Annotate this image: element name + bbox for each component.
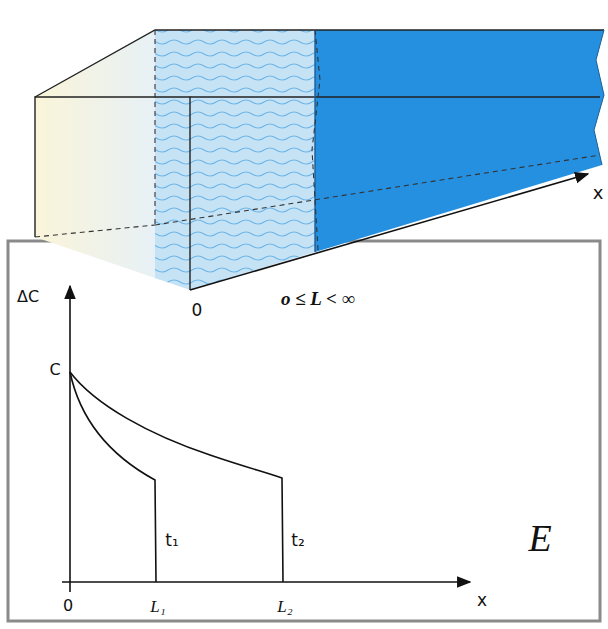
panel-letter: E xyxy=(528,519,551,557)
hidden-edges xyxy=(35,30,600,250)
profile-curve xyxy=(70,372,283,582)
axis-label: ΔC xyxy=(17,289,39,305)
channel-fill xyxy=(30,25,608,305)
time-label: t₁ xyxy=(165,532,178,549)
x-axis xyxy=(62,581,470,583)
time-label: t₂ xyxy=(291,532,304,549)
origin-label: 0 xyxy=(192,302,203,319)
origin-label: 0 xyxy=(63,598,73,614)
position-label: L₁ xyxy=(150,598,165,615)
x-axis-arrow xyxy=(190,174,588,290)
range-label: o ≤ L < ∞ xyxy=(281,289,355,308)
axis-label: x xyxy=(477,592,487,609)
axis-label: x xyxy=(593,184,604,202)
inset-frame xyxy=(8,241,600,621)
value-label: C xyxy=(49,362,60,378)
y-axis xyxy=(69,286,71,592)
channel-edges xyxy=(35,30,604,290)
position-label: L₂ xyxy=(277,598,292,615)
profile-curve xyxy=(70,372,156,582)
